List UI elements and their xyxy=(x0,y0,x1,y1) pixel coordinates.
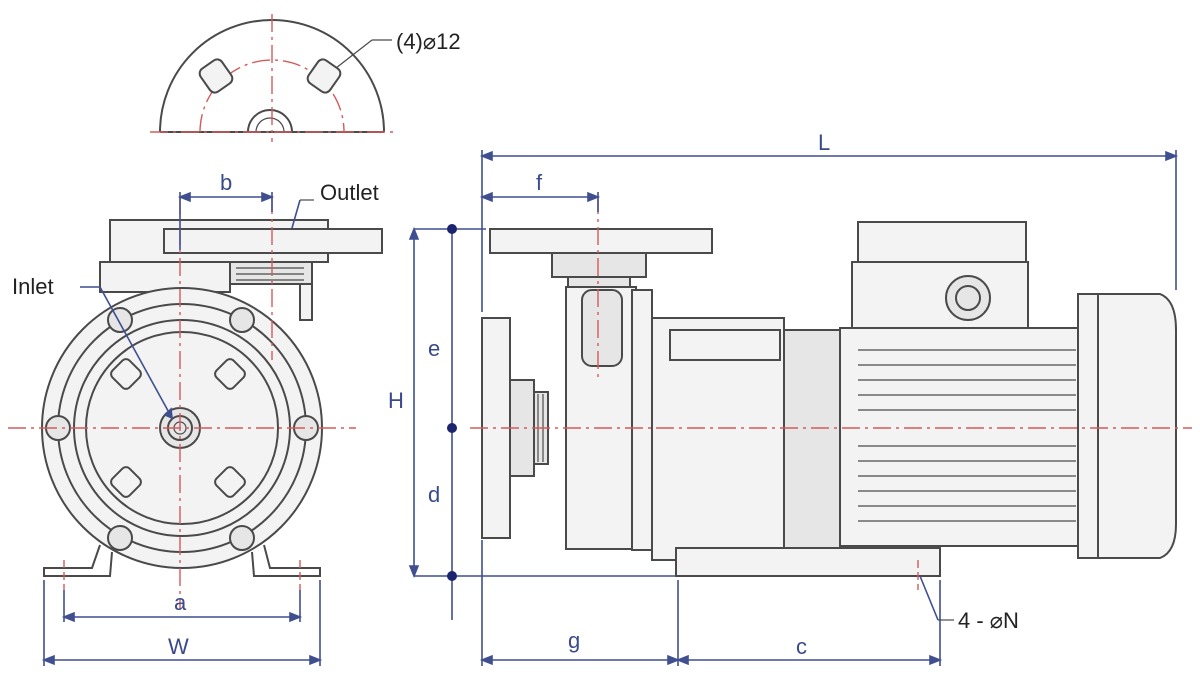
dimension-b-label: b xyxy=(220,170,232,195)
outlet-leader xyxy=(291,199,301,229)
dimension-g-c xyxy=(479,540,943,666)
dimension-f-label: f xyxy=(536,170,543,195)
pump-side-view xyxy=(470,196,1192,590)
pump-front-view xyxy=(8,196,383,610)
dimension-w-label: W xyxy=(168,634,189,659)
mount-holes-leader xyxy=(919,575,939,621)
dimension-g-label: g xyxy=(568,628,580,653)
dimension-d-label: d xyxy=(428,482,440,507)
dimension-e-d xyxy=(447,224,457,620)
mount-holes-label: 4 - ⌀N xyxy=(958,608,1019,633)
dimension-l-label: L xyxy=(818,130,830,155)
dimension-f xyxy=(479,191,601,212)
flange-top-view xyxy=(150,14,394,142)
dimension-l xyxy=(479,150,1179,312)
dimension-a xyxy=(61,590,303,623)
dimension-b xyxy=(177,191,275,250)
dimension-w xyxy=(41,580,323,666)
inlet-label: Inlet xyxy=(12,274,54,299)
dimension-e-label: e xyxy=(428,336,440,361)
dimension-a-label: a xyxy=(174,590,187,615)
dimension-h-label: H xyxy=(388,388,404,413)
dimension-c-label: c xyxy=(796,634,807,659)
outlet-label: Outlet xyxy=(320,180,379,205)
bolt-holes-label: (4)⌀12 xyxy=(396,29,461,54)
